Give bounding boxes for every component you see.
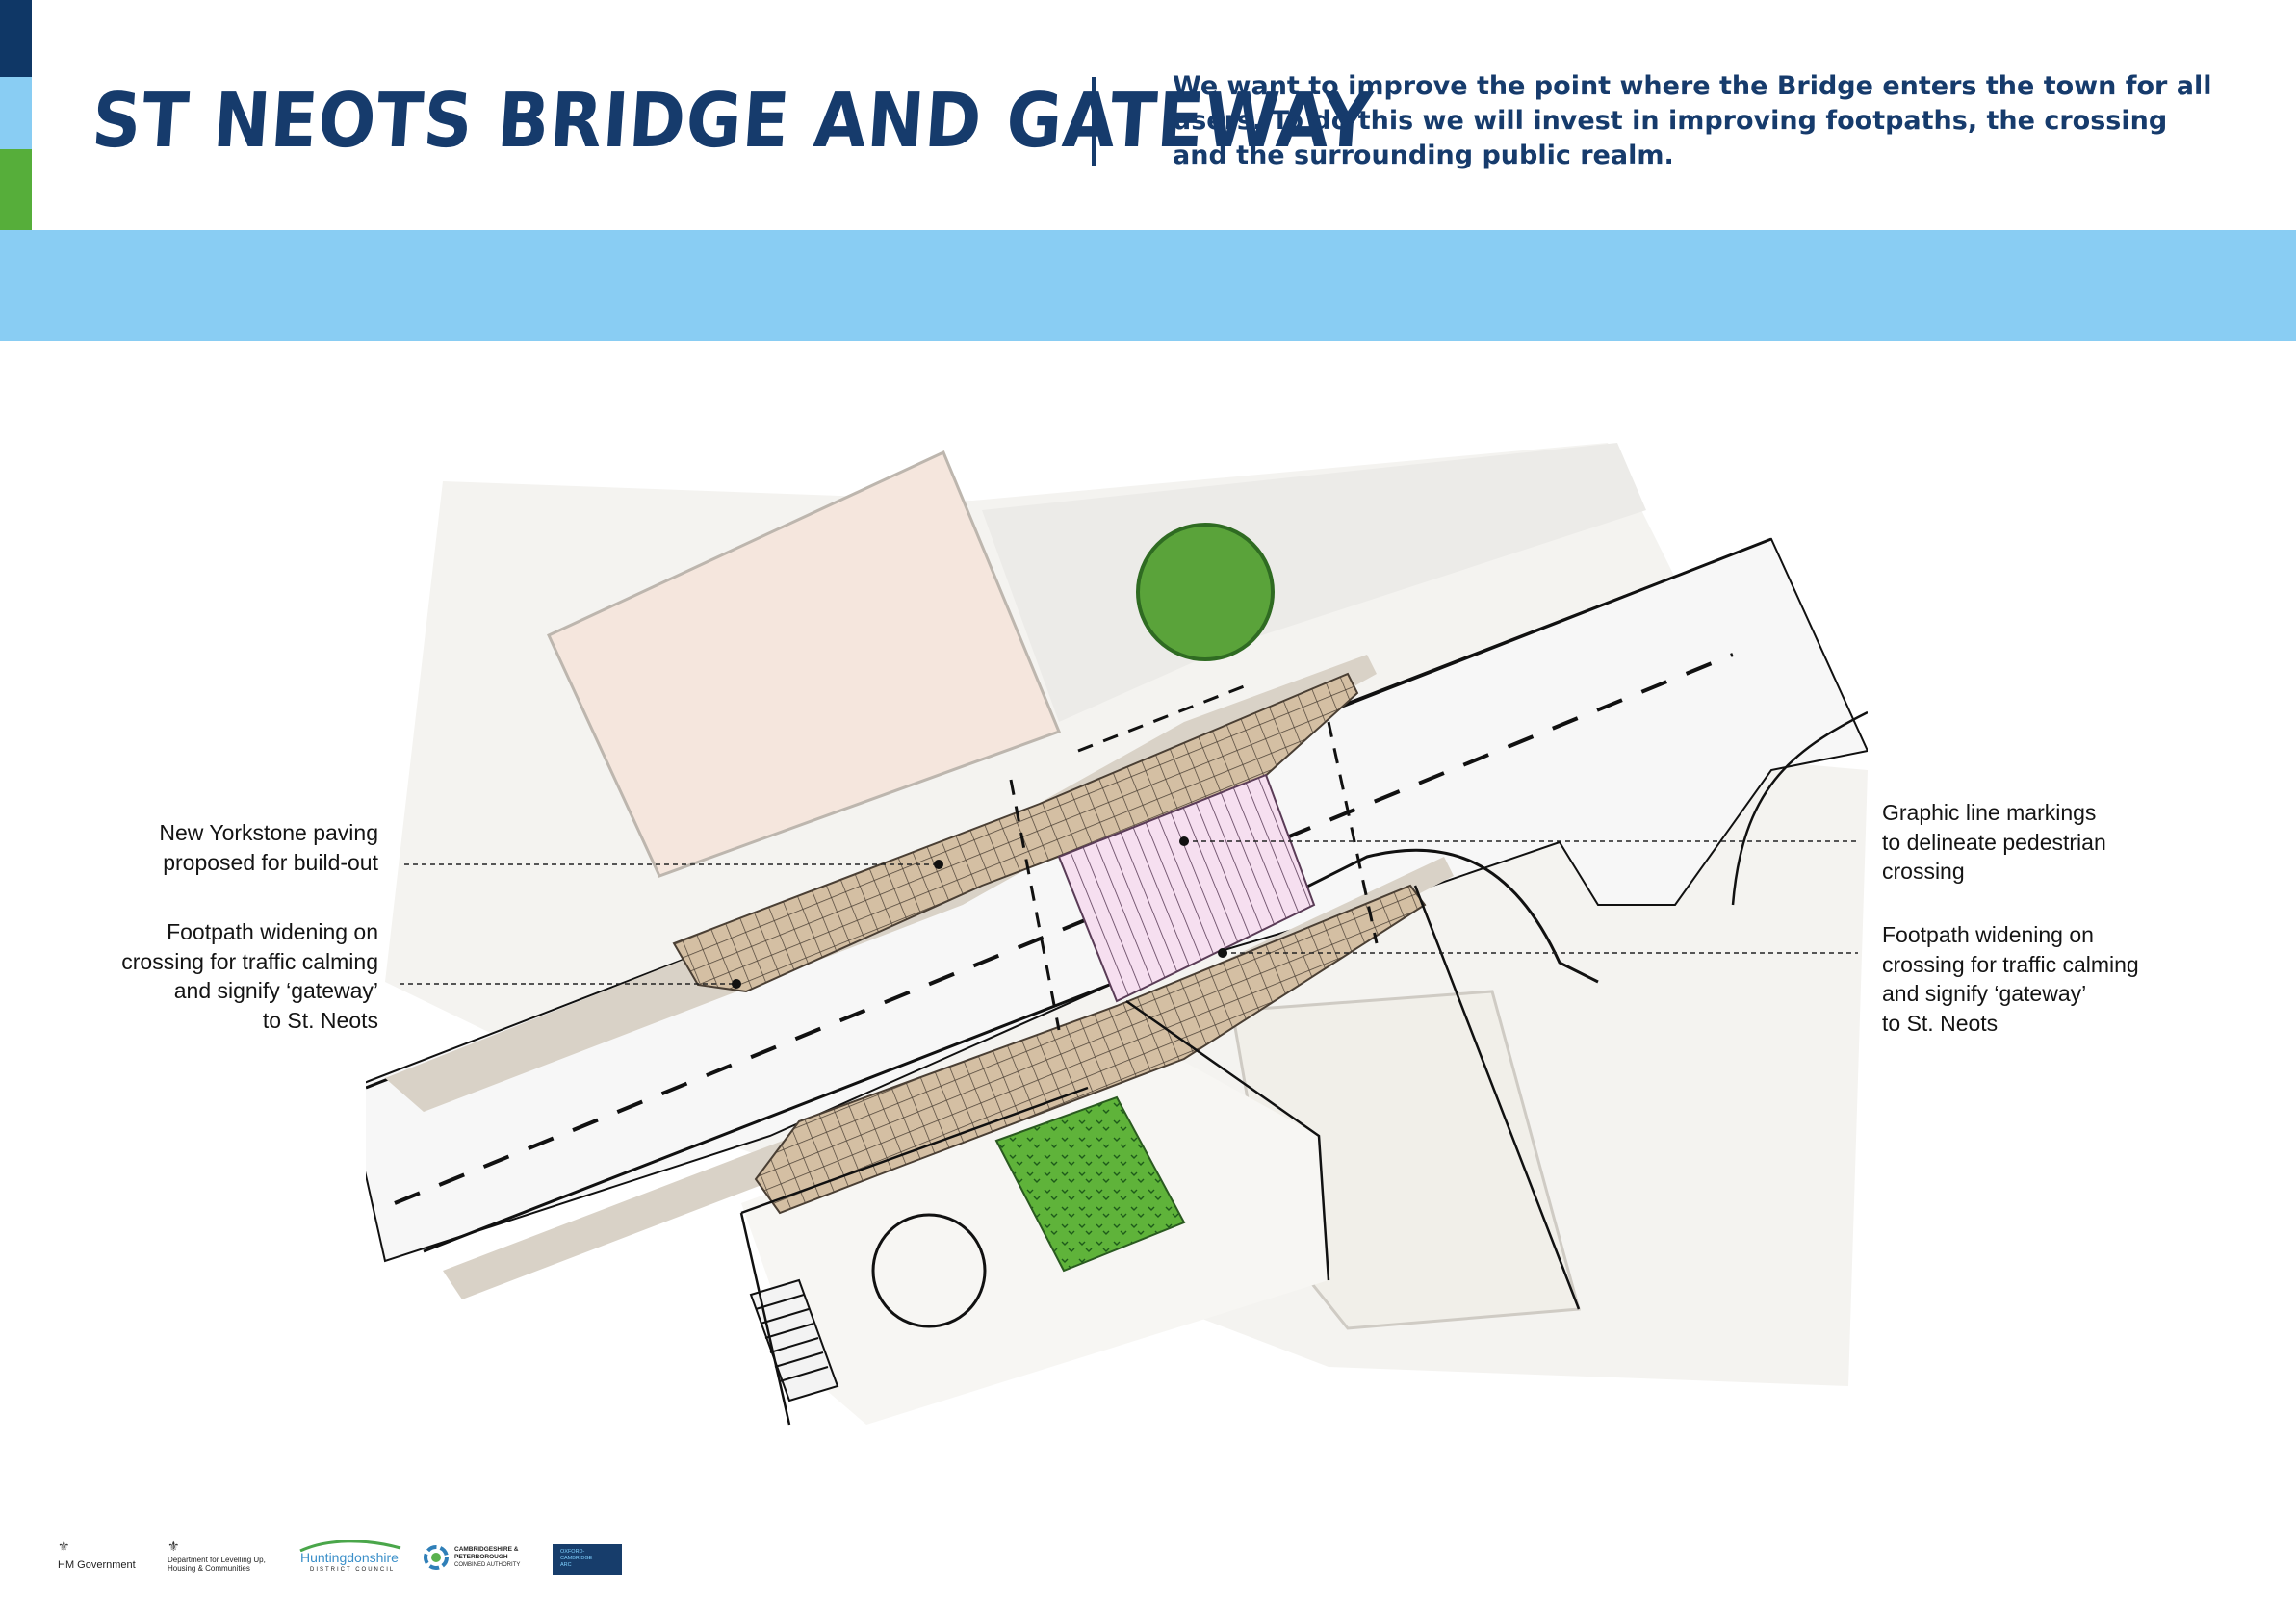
callout-line: to St. Neots bbox=[1882, 1010, 1999, 1036]
pedestrian-crossing bbox=[1057, 773, 1316, 1003]
logo-label: Department for Levelling Up, Housing & C… bbox=[168, 1556, 266, 1573]
accent-stripe-navy bbox=[0, 0, 32, 77]
intro-text: We want to improve the point where the B… bbox=[1173, 71, 2212, 170]
swoosh-icon bbox=[299, 1540, 401, 1552]
logo-sublabel: COMBINED AUTHORITY bbox=[454, 1562, 521, 1568]
logo-label: Huntingdonshire bbox=[300, 1550, 399, 1565]
logo-label: CAMBRIDGESHIRE & PETERBOROUGH bbox=[454, 1546, 519, 1560]
callout-line: Footpath widening on bbox=[167, 919, 378, 944]
road-curve-east bbox=[1731, 710, 1868, 906]
callout-footpath-widening-left: Footpath widening on crossing for traffi… bbox=[121, 917, 378, 1035]
callout-footpath-widening-right: Footpath widening on crossing for traffi… bbox=[1882, 920, 2139, 1038]
yorkstone-paving-south bbox=[754, 884, 1427, 1215]
logo-oxford-cambridge-arc: OXFORD-CAMBRIDGE ARC bbox=[553, 1544, 622, 1575]
crossing-guide-lines bbox=[1009, 682, 1379, 1031]
callout-line: crossing bbox=[1882, 859, 1965, 884]
plot-boundary bbox=[739, 885, 1581, 1426]
callout-yorkstone-paving: New Yorkstone paving proposed for build-… bbox=[159, 818, 378, 877]
centre-line bbox=[394, 653, 1734, 1205]
logo-hm-government: ⚜ HM Government bbox=[56, 1538, 152, 1577]
crest-icon: ⚜ bbox=[58, 1538, 70, 1554]
callout-line: Footpath widening on bbox=[1882, 922, 2094, 947]
logo-label: HM Government bbox=[58, 1559, 136, 1571]
building-footprint bbox=[547, 450, 1061, 878]
logo-cambridgeshire-peterborough: CAMBRIDGESHIRE & PETERBOROUGH COMBINED A… bbox=[422, 1538, 537, 1577]
callout-line: crossing for traffic calming bbox=[1882, 951, 2139, 977]
callout-line: and signify ‘gateway’ bbox=[173, 978, 378, 1003]
partner-logos: ⚜ HM Government ⚜ Department for Levelli… bbox=[56, 1538, 633, 1577]
logo-label: OXFORD-CAMBRIDGE ARC bbox=[560, 1549, 593, 1568]
callout-line: crossing for traffic calming bbox=[121, 948, 378, 974]
logo-sublabel: DISTRICT COUNCIL bbox=[310, 1567, 396, 1573]
crest-icon: ⚜ bbox=[168, 1538, 180, 1554]
header-band bbox=[0, 230, 2296, 341]
site-plan-diagram bbox=[366, 404, 1868, 1444]
callout-line: Graphic line markings bbox=[1882, 800, 2097, 825]
tree-canopy bbox=[1136, 523, 1275, 661]
callout-line: New Yorkstone paving bbox=[159, 820, 378, 845]
callout-line: and signify ‘gateway’ bbox=[1882, 981, 2087, 1006]
accent-stripe-light-blue bbox=[0, 77, 32, 149]
callout-line: proposed for build-out bbox=[163, 849, 378, 875]
logo-huntingdonshire: Huntingdonshire DISTRICT COUNCIL bbox=[298, 1538, 402, 1577]
logo-dluhc: ⚜ Department for Levelling Up, Housing &… bbox=[168, 1538, 283, 1577]
planter-circle bbox=[871, 1213, 987, 1328]
hedge-planting bbox=[994, 1095, 1186, 1273]
callout-line: to St. Neots bbox=[262, 1007, 378, 1033]
ring-icon bbox=[424, 1545, 449, 1570]
title-divider bbox=[1092, 77, 1096, 166]
callout-line: to delineate pedestrian bbox=[1882, 829, 2106, 855]
callout-line-markings: Graphic line markings to delineate pedes… bbox=[1882, 798, 2106, 887]
road-edge-south bbox=[423, 848, 1599, 1253]
plot-south bbox=[741, 1030, 1329, 1425]
accent-stripe-green bbox=[0, 149, 32, 230]
